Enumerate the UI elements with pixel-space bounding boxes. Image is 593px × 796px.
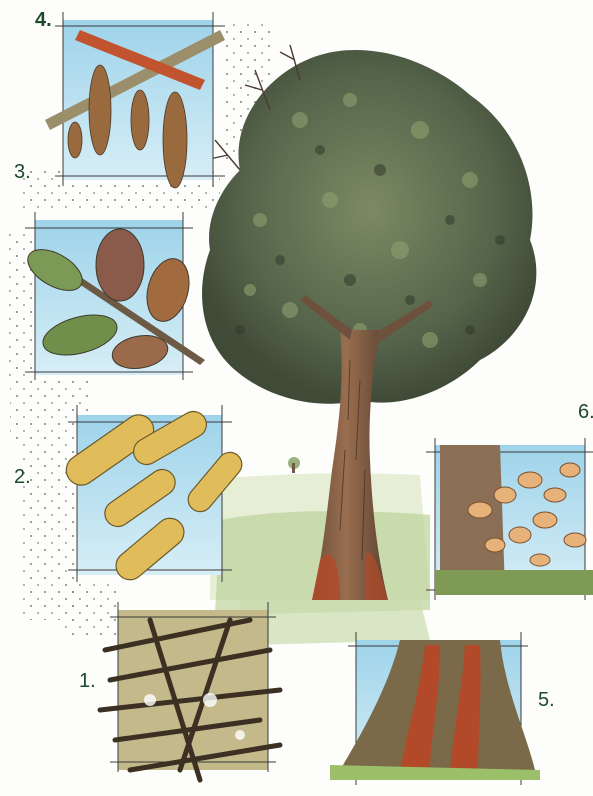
panel-1-wood-pile — [100, 602, 280, 780]
panel-4-catkins — [45, 12, 225, 188]
panel-2-seed-pods — [60, 405, 246, 585]
panel-1-label: 1. — [79, 670, 96, 693]
panel-6-label: 6. — [578, 401, 593, 424]
panel-3-label: 3. — [14, 161, 31, 184]
panel-4-label: 4. — [35, 9, 52, 32]
panel-5-stump — [330, 632, 540, 785]
panel-6-mushrooms — [426, 438, 593, 600]
panel-3-leaves — [21, 212, 205, 380]
panel-5-label: 5. — [538, 689, 555, 712]
panel-2-label: 2. — [14, 466, 31, 489]
